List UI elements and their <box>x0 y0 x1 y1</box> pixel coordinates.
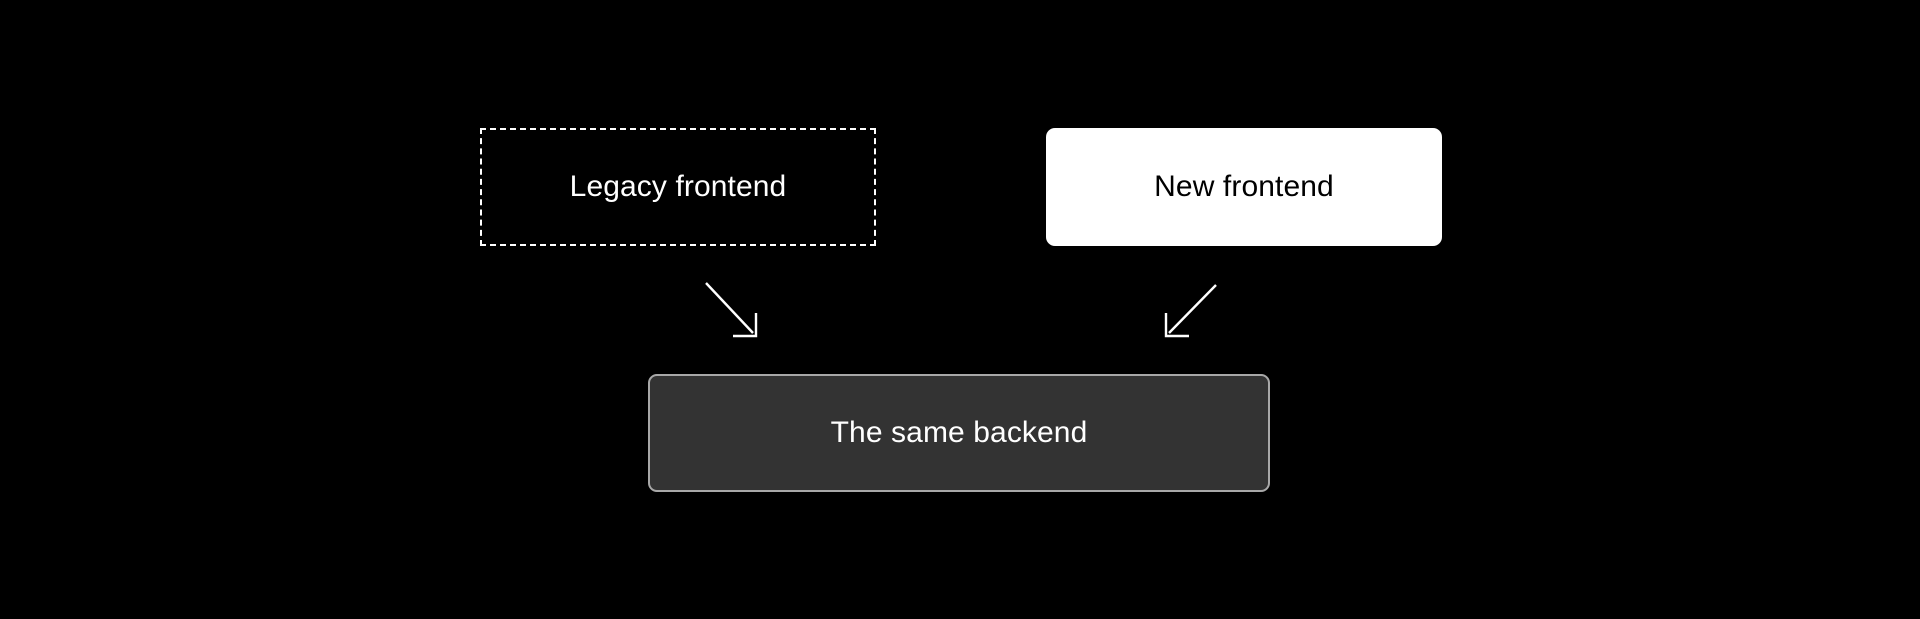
arrow-legacy-to-backend <box>705 282 758 338</box>
node-legacy-frontend-label: Legacy frontend <box>569 170 787 203</box>
node-same-backend-label: The same backend <box>830 416 1088 449</box>
arrow-new-to-backend <box>1164 284 1217 338</box>
node-legacy-frontend[interactable]: Legacy frontend <box>480 128 876 246</box>
node-new-frontend[interactable]: New frontend <box>1046 128 1442 246</box>
node-new-frontend-label: New frontend <box>1154 170 1334 203</box>
node-same-backend[interactable]: The same backend <box>648 374 1270 492</box>
